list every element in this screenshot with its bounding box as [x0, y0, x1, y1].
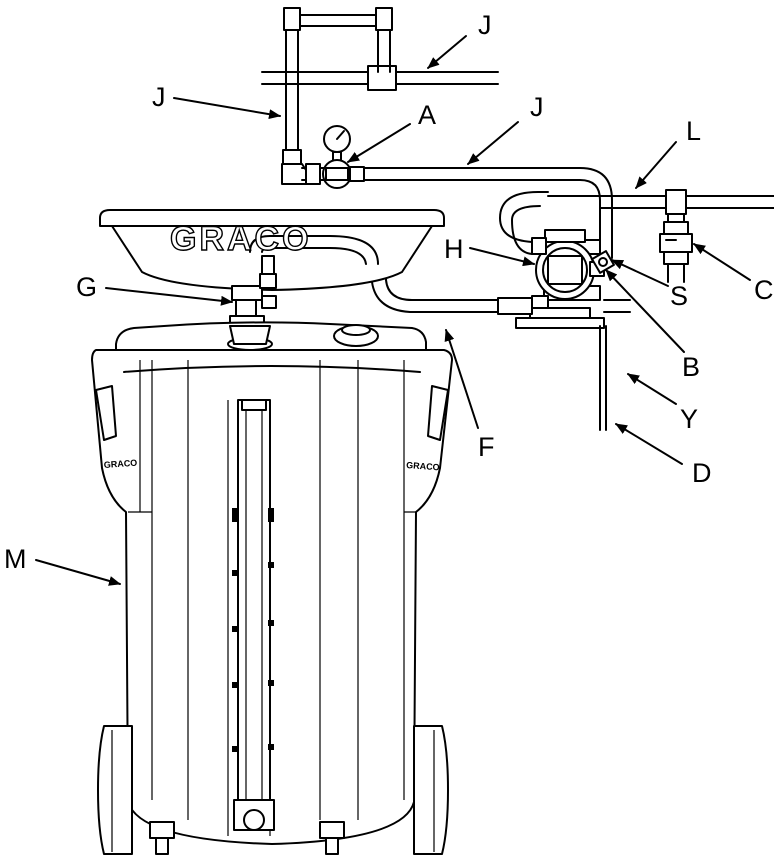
- oil-tank: [91, 321, 453, 855]
- drain-funnel: [99, 209, 445, 327]
- callout-G: G: [76, 272, 97, 302]
- arrow-L: [635, 141, 677, 189]
- tank-badge-left: GRACO: [103, 458, 137, 470]
- arrow-B: [605, 269, 685, 353]
- callout-C: C: [754, 275, 774, 305]
- arrow-M: [35, 559, 121, 586]
- arrow-H: [469, 247, 535, 267]
- callout-arrows: [35, 35, 751, 586]
- callout-A: A: [418, 100, 436, 130]
- air-supply-piping: [261, 7, 499, 185]
- arrow-C: [693, 243, 751, 281]
- pump-air-line: [363, 167, 613, 259]
- arrow-F: [444, 329, 479, 429]
- air-regulator: [322, 125, 365, 189]
- callout-S: S: [670, 281, 688, 311]
- callout-J-top: J: [478, 10, 492, 40]
- tank-badge-right: GRACO: [406, 460, 440, 472]
- callout-M: M: [4, 544, 27, 574]
- callout-L: L: [686, 116, 701, 146]
- arrow-Y: [627, 373, 677, 405]
- callout-J-mid: J: [530, 92, 544, 122]
- diaphragm-pump: [515, 229, 631, 431]
- arrow-A: [347, 123, 411, 163]
- callout-F: F: [478, 432, 495, 462]
- main-air-line: [547, 189, 774, 283]
- arrow-J-top: [427, 35, 467, 69]
- callout-Y: Y: [680, 404, 698, 434]
- arrow-S: [611, 259, 669, 287]
- arrow-G: [105, 287, 233, 306]
- callout-H: H: [444, 234, 464, 264]
- arrow-J-left: [173, 97, 281, 120]
- callout-J-left: J: [152, 82, 166, 112]
- arrow-D: [615, 423, 683, 465]
- callout-B: B: [682, 352, 700, 382]
- arrow-J-mid: [467, 121, 519, 165]
- pump-outlet-hose: [499, 191, 549, 255]
- callout-labels: J J A J L C H G S B Y F D M: [4, 10, 774, 574]
- callout-D: D: [692, 458, 712, 488]
- brand-lettering: GRACO: [170, 220, 312, 258]
